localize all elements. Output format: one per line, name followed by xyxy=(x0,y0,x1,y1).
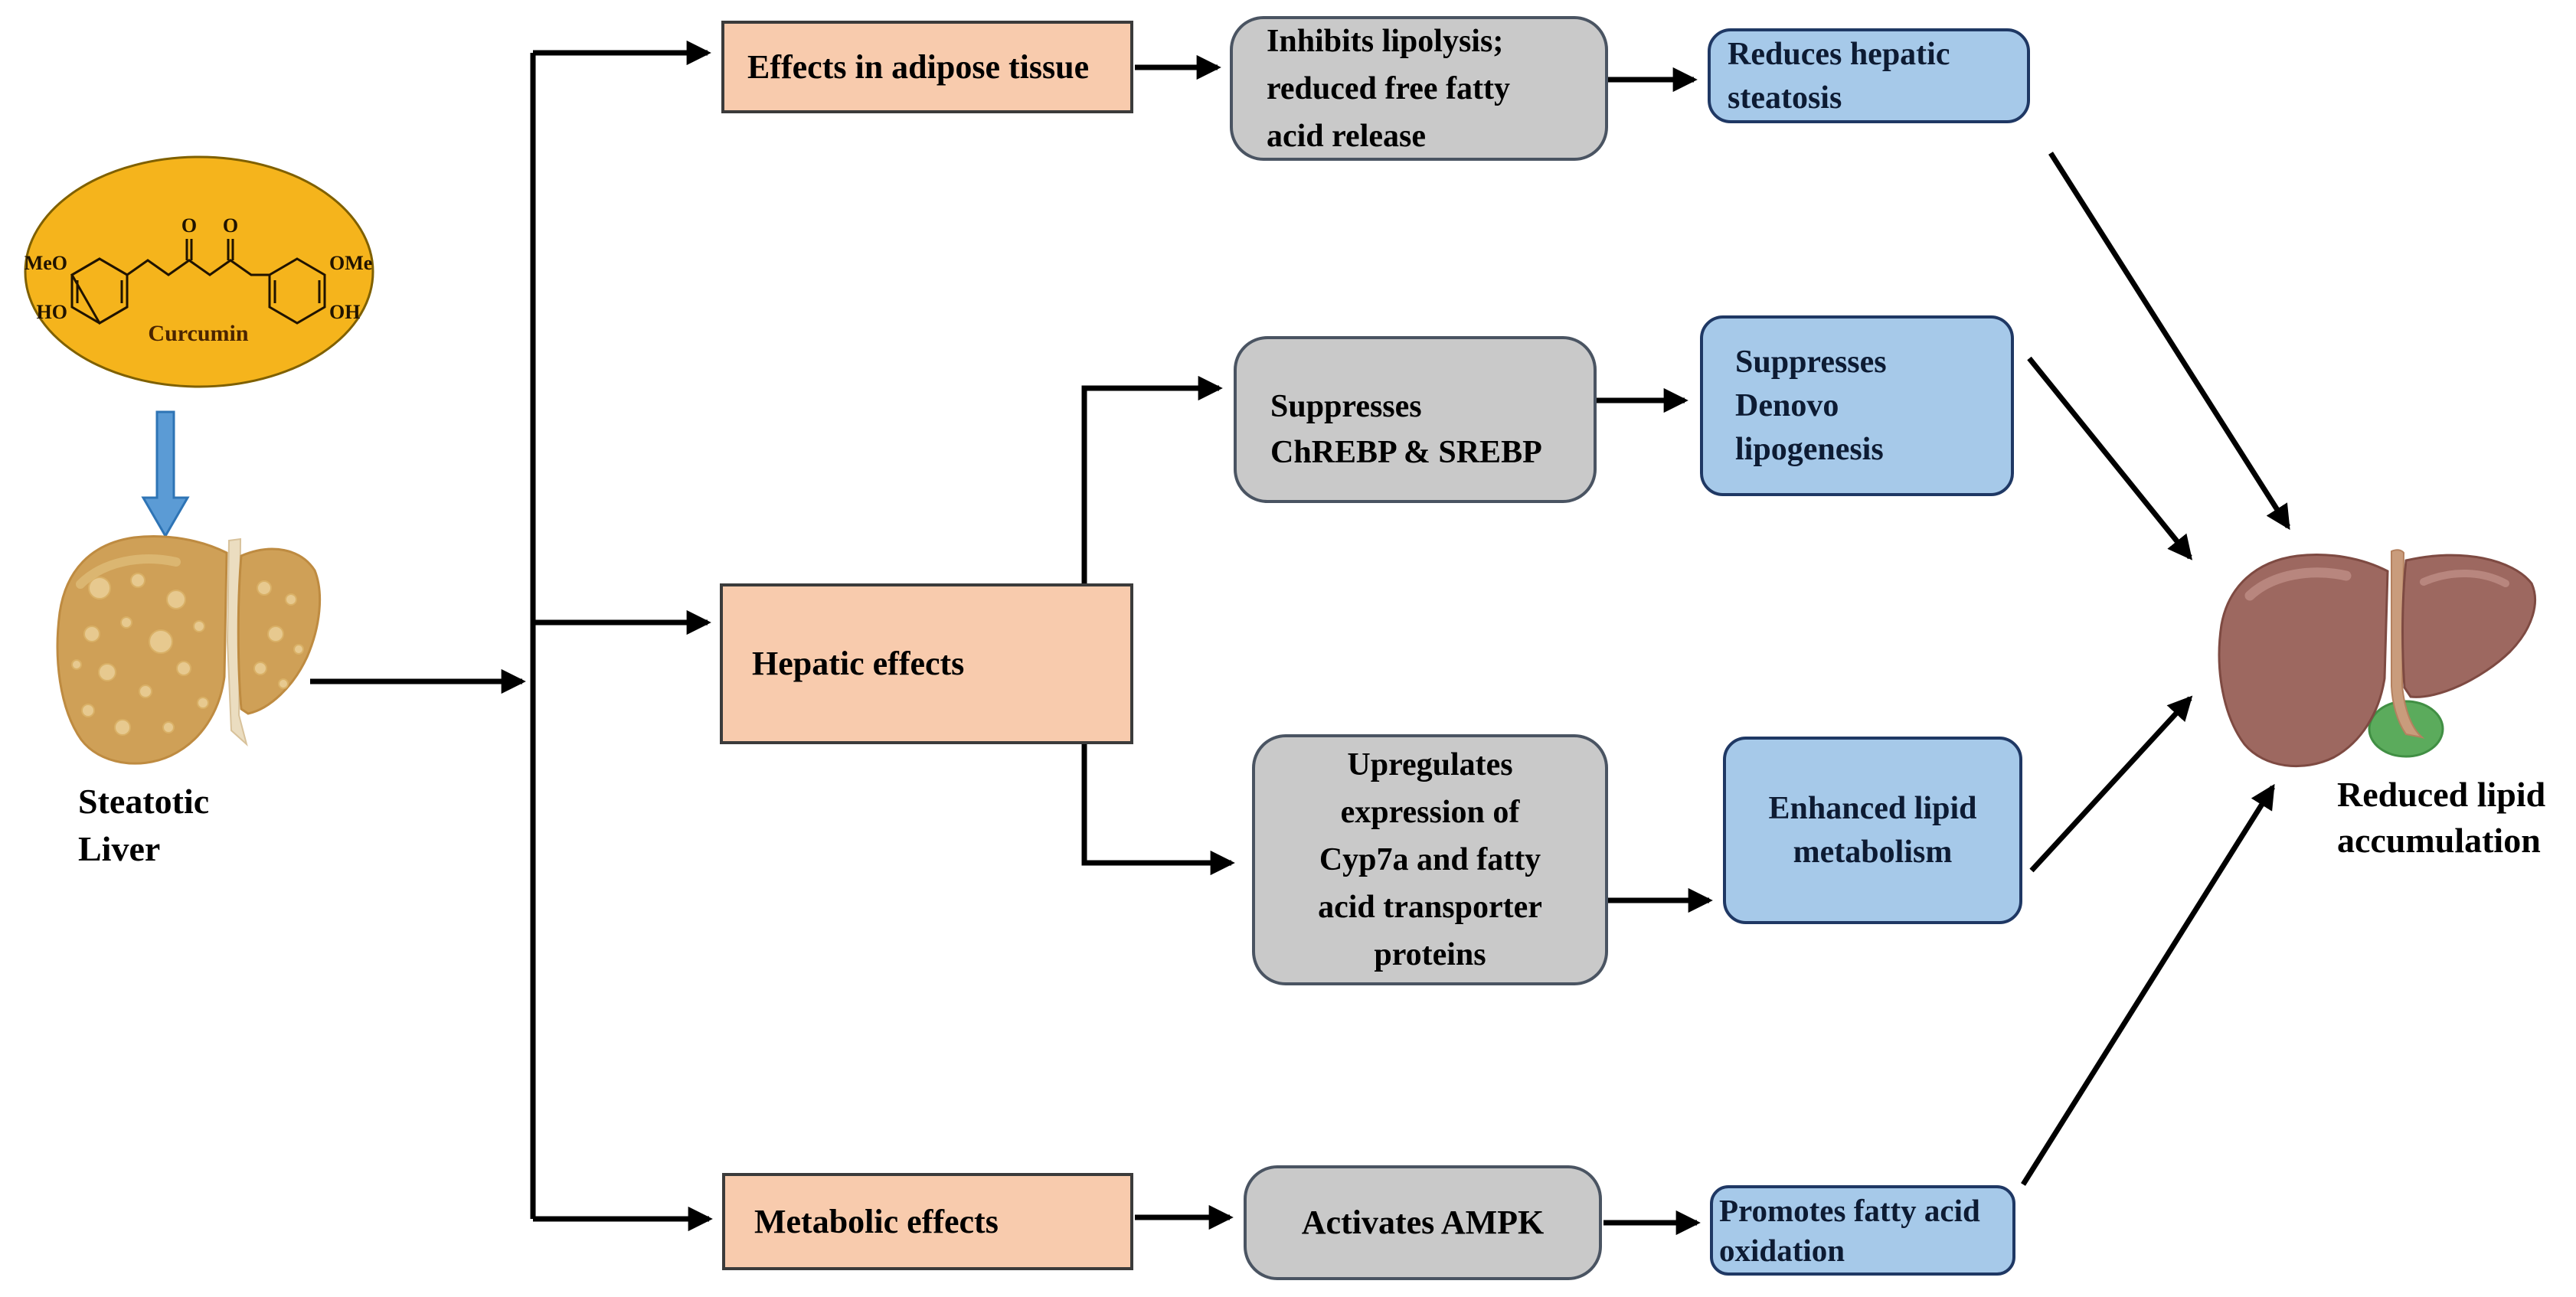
down-arrow-icon xyxy=(141,410,190,538)
box-text-line: Activates AMPK xyxy=(1301,1204,1545,1241)
liver-right-lobe-icon xyxy=(2401,554,2537,698)
box-text-line: oxidation xyxy=(1719,1233,1845,1268)
category-box-metabolic-effects: Metabolic effects xyxy=(722,1173,1133,1270)
arrow-hepatic-to-chrebp xyxy=(1081,375,1223,583)
box-text-line: Effects in adipose tissue xyxy=(747,47,1090,86)
liver-ligament-icon xyxy=(2391,549,2425,739)
box-text-line: Inhibits lipolysis; xyxy=(1267,23,1504,59)
arrow-steatosis-to-liver xyxy=(2048,152,2290,531)
liver-highlight-icon xyxy=(2244,567,2352,601)
outcome-box-promotes-fatty-acid-oxidation: Promotes fatty acid oxidation xyxy=(1710,1185,2015,1276)
box-text-line: acid transporter xyxy=(1318,890,1542,925)
healthy-liver-illustration xyxy=(2218,549,2537,768)
mechanism-box-activates-ampk: Activates AMPK xyxy=(1244,1165,1602,1280)
curcumin-structure-icon: O O MeO HO OMe OH Curcumin xyxy=(24,155,374,388)
ome-label: OMe xyxy=(329,252,372,274)
box-text-line: ChREBP & SREBP xyxy=(1270,435,1542,470)
meo-label: MeO xyxy=(25,252,67,274)
box-text-line: lipogenesis xyxy=(1735,431,1884,467)
outcome-box-reduces-steatosis: Reduces hepatic steatosis xyxy=(1708,28,2030,123)
box-text-line: reduced free fatty xyxy=(1267,70,1510,106)
label-line: Liver xyxy=(78,829,161,868)
label-line: Steatotic xyxy=(78,782,210,821)
box-text-line: acid release xyxy=(1267,118,1426,154)
box-text-line: steatosis xyxy=(1728,80,1842,116)
curcumin-name-label: Curcumin xyxy=(148,321,248,346)
outcome-box-enhanced-lipid-metabolism: Enhanced lipid metabolism xyxy=(1723,737,2022,924)
label-line: Reduced lipid xyxy=(2337,775,2546,814)
steatotic-liver-label: Steatotic Liver xyxy=(78,778,209,873)
category-box-hepatic-effects: Hepatic effects xyxy=(720,583,1133,744)
box-text-line: proteins xyxy=(1374,937,1486,972)
box-text-line: Promotes fatty acid xyxy=(1719,1193,1980,1228)
carbonyl-o-right-label: O xyxy=(223,214,238,237)
box-text-line: Suppresses xyxy=(1270,389,1422,424)
mechanism-box-suppresses-chrebp-srebp: Suppresses ChREBP & SREBP xyxy=(1234,336,1597,503)
arrow-denovo-to-liver xyxy=(2027,356,2193,560)
category-box-adipose-effects: Effects in adipose tissue xyxy=(721,21,1133,113)
chain-bonds-icon xyxy=(126,259,270,276)
box-text-line: Metabolic effects xyxy=(754,1202,999,1240)
box-text-line: expression of xyxy=(1340,795,1520,830)
ho-label: HO xyxy=(37,301,67,323)
steatotic-liver-illustration xyxy=(56,535,322,765)
arrow-hepatic-to-cyp7a xyxy=(1081,744,1235,876)
box-text-line: Upregulates xyxy=(1347,747,1513,782)
fat-droplet-spots-icon xyxy=(71,573,304,736)
box-text-line: Enhanced lipid xyxy=(1768,790,1977,826)
label-line: accumulation xyxy=(2337,821,2541,860)
liver-left-lobe-icon xyxy=(56,535,228,765)
oh-label: OH xyxy=(329,301,360,323)
box-text-line: metabolism xyxy=(1793,834,1953,870)
arrow-metabolism-to-liver xyxy=(2029,695,2193,873)
box-text-line: Denovo xyxy=(1735,387,1839,423)
reduced-lipid-accumulation-label: Reduced lipid accumulation xyxy=(2337,772,2545,864)
carbonyl-o-left-label: O xyxy=(181,214,197,237)
box-text-line: Cyp7a and fatty xyxy=(1319,842,1541,877)
mechanism-box-upregulates-cyp7a: Upregulates expression of Cyp7a and fatt… xyxy=(1252,734,1608,985)
box-text-line: Hepatic effects xyxy=(752,645,965,682)
connector-arrows xyxy=(310,40,2290,1236)
box-text-line: Suppresses xyxy=(1735,344,1887,380)
box-text-line: Reduces hepatic xyxy=(1728,37,1950,72)
arrow-oxidation-to-liver xyxy=(2021,783,2275,1186)
liver-ligament-icon xyxy=(226,537,248,747)
liver-left-lobe-icon xyxy=(2218,554,2389,768)
outcome-box-suppresses-denovo-lipogenesis: Suppresses Denovo lipogenesis xyxy=(1700,315,2014,496)
liver-highlight-icon xyxy=(76,554,181,589)
mechanism-box-inhibits-lipolysis: Inhibits lipolysis; reduced free fatty a… xyxy=(1230,16,1608,161)
liver-highlight-icon xyxy=(2420,569,2509,587)
